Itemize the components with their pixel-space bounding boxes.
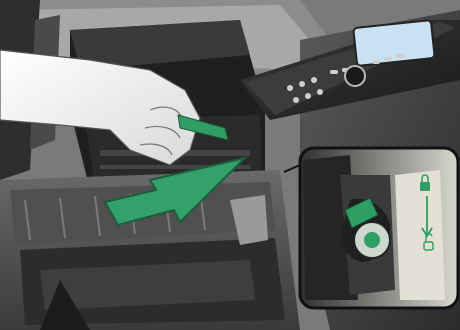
lcd-display — [353, 20, 435, 66]
nav-pad — [345, 66, 365, 86]
detail-inset — [300, 148, 458, 308]
